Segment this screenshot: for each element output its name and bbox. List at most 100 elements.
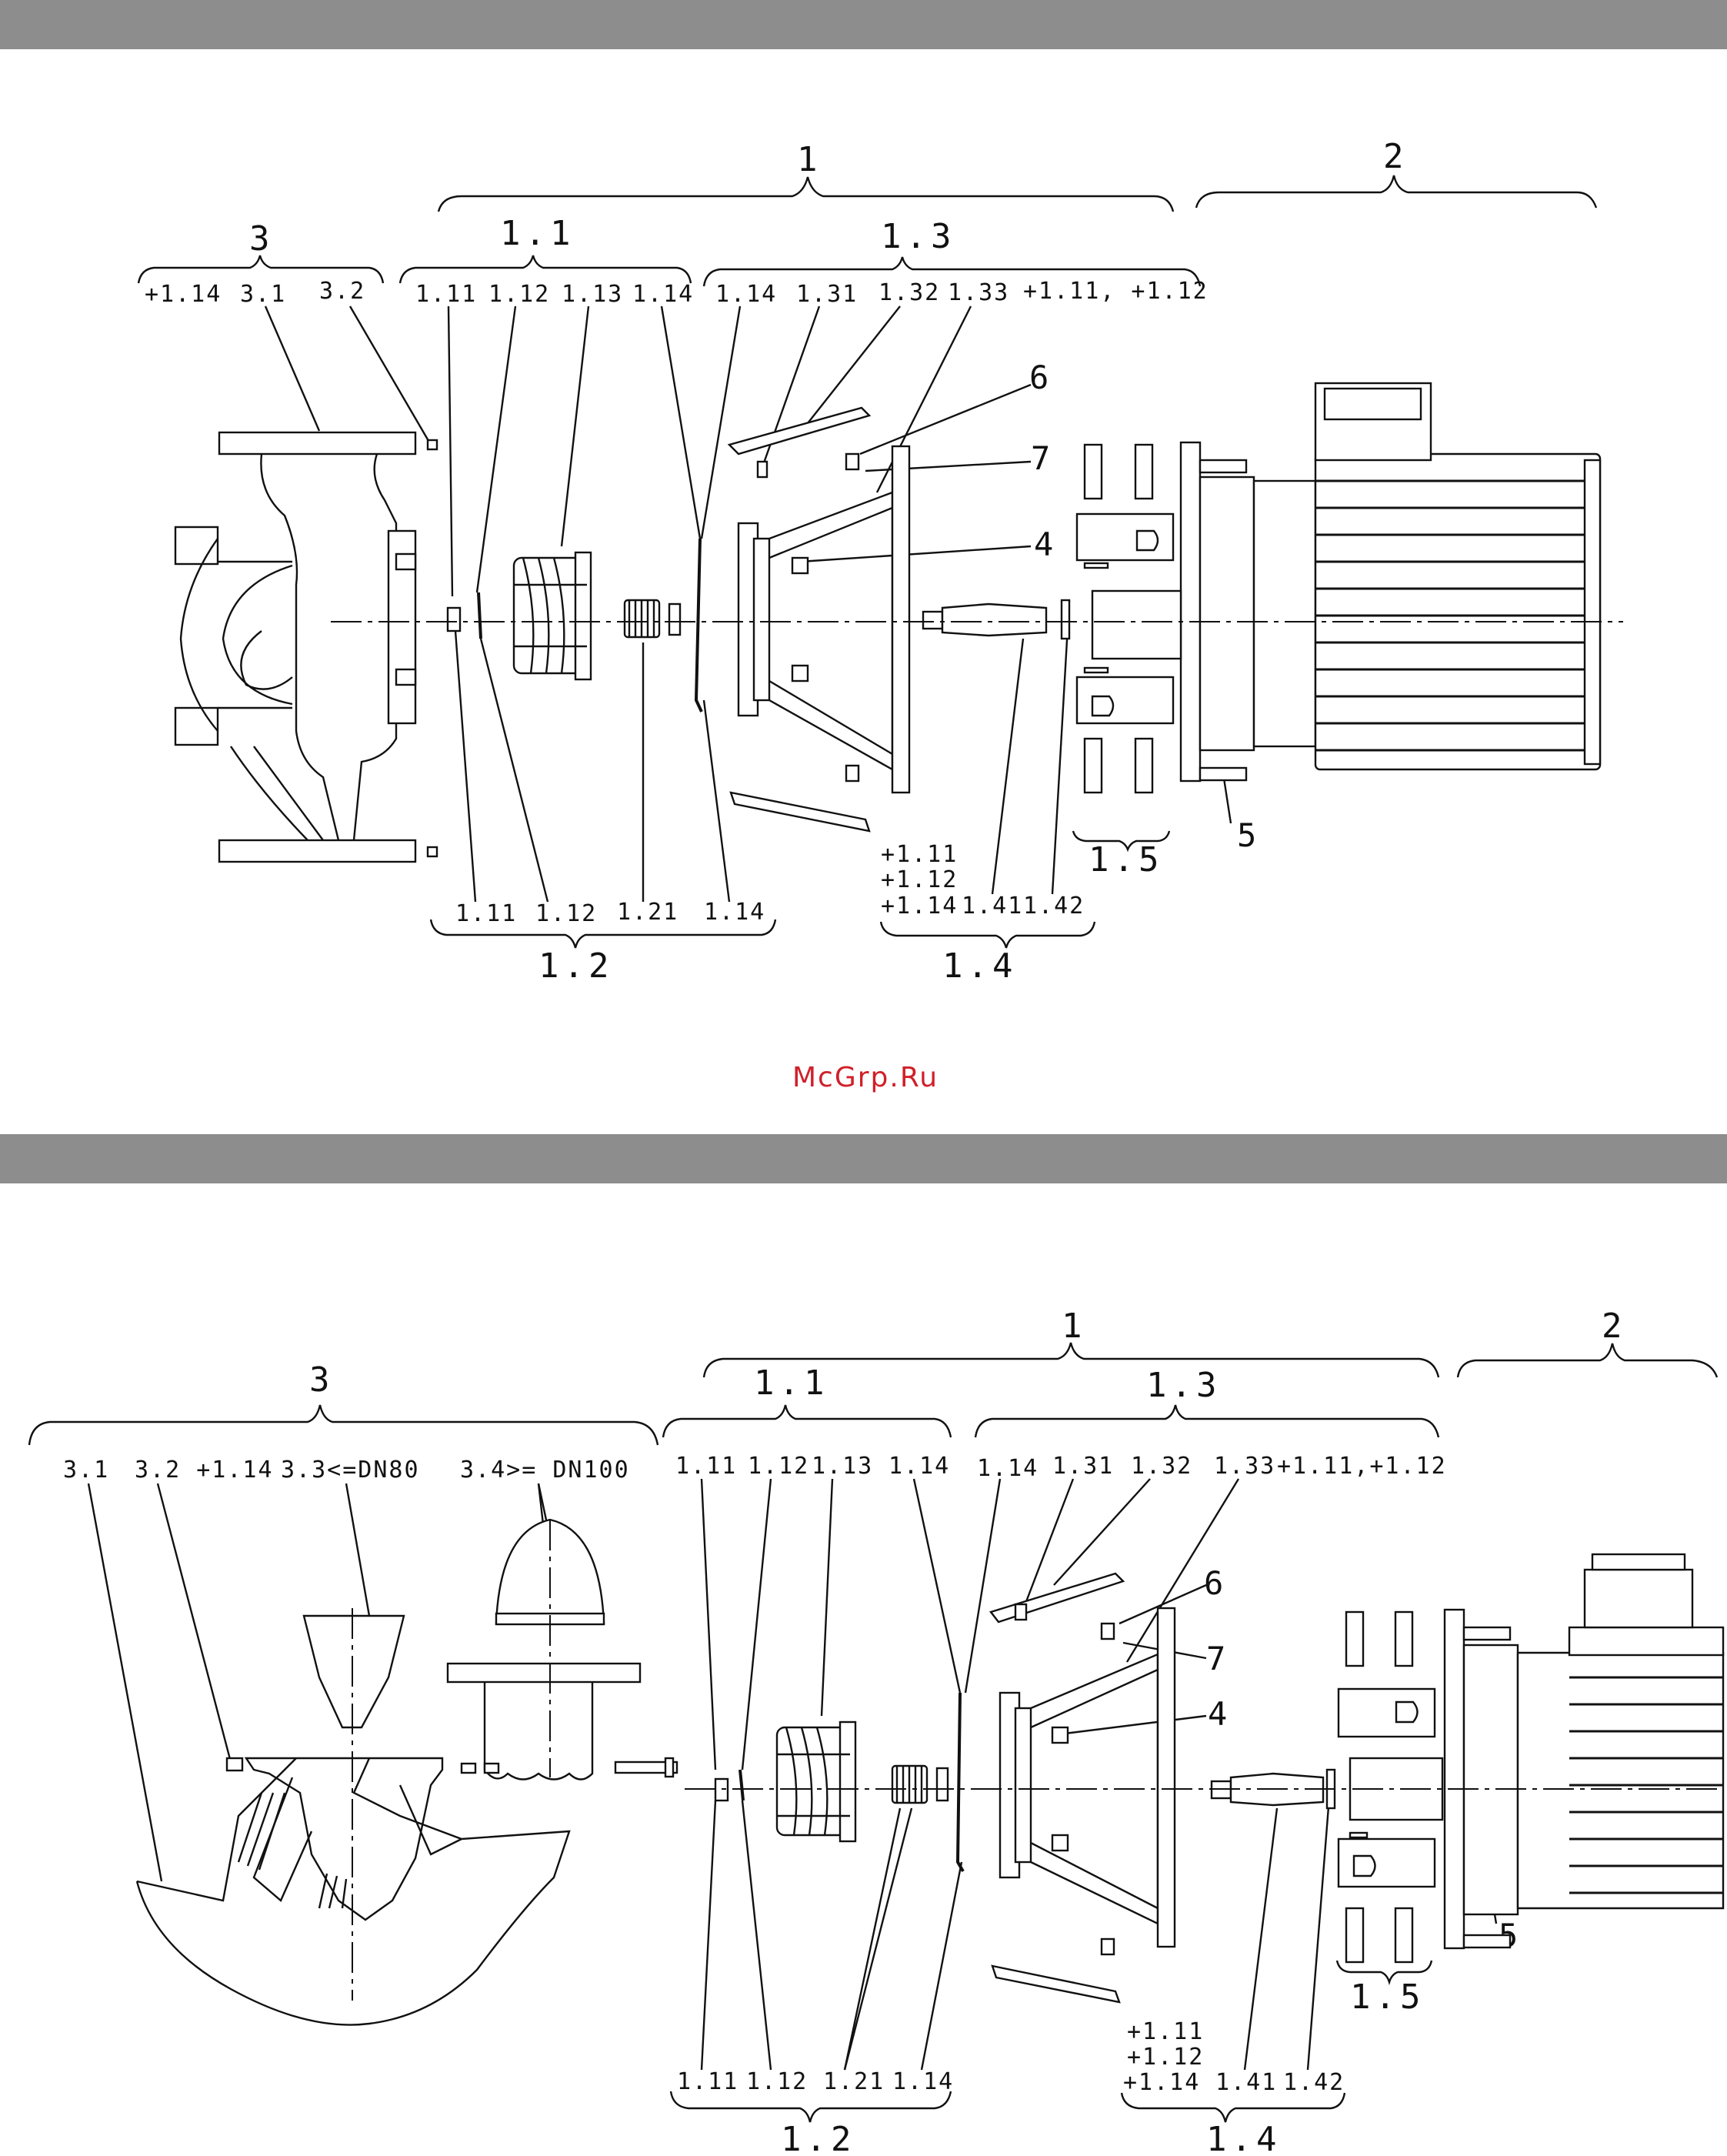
label-1-12-bottom: 1.12 — [535, 900, 597, 927]
header-band-middle — [0, 1134, 1727, 1183]
bracket-1-5-b — [1335, 1960, 1433, 1986]
label-1-13-b: 1.13 — [812, 1453, 873, 1480]
pump-casing-bottom — [135, 1518, 678, 2026]
bracket-3 — [137, 255, 385, 284]
group-1-1-label: 1.1 — [500, 214, 575, 253]
washer-1-12-bottom — [738, 1769, 745, 1801]
label-plus-1-14-b: +1.14 — [881, 893, 958, 919]
group-1-4-label-b: 1.4 — [1206, 2120, 1281, 2156]
bearing-bracket-top — [727, 406, 911, 833]
gasket-1-14-top — [694, 538, 703, 713]
label-1-32: 1.32 — [879, 279, 940, 306]
bracket-2-b — [1456, 1343, 1719, 1378]
label-3-2-plus-1-14-b: 3.2 +1.14 — [135, 1457, 274, 1484]
group-3-label: 3 — [249, 219, 275, 259]
label-1-31-b: 1.31 — [1052, 1453, 1114, 1480]
group-2-label-b: 2 — [1602, 1307, 1627, 1346]
watermark: McGrp.Ru — [792, 1062, 939, 1093]
mechanical-seal-bottom — [891, 1764, 949, 1804]
bearing-bracket-bottom — [989, 1572, 1176, 2004]
label-1-14: 1.14 — [632, 281, 694, 308]
bracket-3-b — [28, 1404, 659, 1446]
label-plus-1-14-b2: +1.14 — [1123, 2069, 1200, 2096]
adapter-bolts-top — [1075, 443, 1175, 794]
bracket-1-4 — [879, 921, 1096, 949]
label-1-12-b: 1.12 — [748, 1453, 809, 1480]
label-1-32-b: 1.32 — [1131, 1453, 1192, 1480]
group-1-5-label: 1.5 — [1089, 840, 1163, 879]
group-1-3-label: 1.3 — [881, 217, 955, 256]
label-1-42: 1.42 — [1023, 893, 1085, 919]
washer-1-12-top — [477, 592, 482, 639]
group-1-2-label: 1.2 — [538, 946, 613, 986]
group-1-label: 1 — [797, 140, 822, 179]
motor-top — [1091, 382, 1602, 783]
group-3-label-b: 3 — [309, 1360, 335, 1400]
adapter-bolts-bottom — [1337, 1610, 1436, 1964]
label-1-11-bottom: 1.11 — [455, 900, 517, 927]
bracket-1-3 — [702, 256, 1202, 287]
callout-7-b: 7 — [1206, 1640, 1225, 1677]
label-1-14-bottom: 1.14 — [704, 899, 765, 926]
label-1-12: 1.12 — [488, 281, 550, 308]
bracket-1-1 — [398, 255, 692, 284]
group-1-label-b: 1 — [1062, 1307, 1087, 1346]
callout-6: 6 — [1029, 359, 1049, 396]
diagram-top: 1 2 3 1.1 1.3 1.2 1.4 1.5 +1.14 3.1 3.2 … — [137, 137, 1623, 986]
bracket-1-2-b — [669, 2091, 952, 2123]
motor-cooling-fins-top — [1315, 479, 1585, 752]
label-1-14-bottom-b: 1.14 — [892, 2068, 954, 2095]
label-1-11: 1.11 — [415, 281, 477, 308]
bracket-1-4-b — [1120, 2092, 1346, 2123]
label-3-1-b: 3.1 — [63, 1457, 109, 1484]
bracket-1-3-b — [974, 1404, 1440, 1438]
group-1-5-label-b: 1.5 — [1350, 1977, 1425, 2017]
bracket-1-1-b — [662, 1404, 952, 1438]
label-1-13: 1.13 — [562, 281, 623, 308]
shaft-top — [922, 599, 1071, 640]
header-band-top — [0, 0, 1727, 49]
bracket-1-2 — [429, 919, 777, 949]
label-3-1: 3.1 — [240, 281, 286, 308]
group-1-3-label-b: 1.3 — [1146, 1366, 1221, 1405]
label-3-2: 3.2 — [319, 278, 365, 305]
gasket-1-14-bottom — [955, 1692, 965, 1873]
mechanical-seal-top — [623, 599, 682, 639]
label-plus-1-12-b: +1.12 — [1127, 2044, 1204, 2071]
label-1-14b-b: 1.14 — [977, 1455, 1039, 1482]
callout-4-b: 4 — [1208, 1695, 1227, 1733]
label-1-14b: 1.14 — [715, 281, 777, 308]
label-1-21-b: 1.21 — [823, 2068, 885, 2095]
bracket-1 — [437, 176, 1175, 212]
label-1-33: 1.33 — [948, 279, 1009, 306]
motor-cooling-fins-bottom — [1569, 1676, 1723, 1894]
label-1-33-b: 1.33 — [1214, 1453, 1275, 1480]
label-3-3-b: 3.3<=DN80 — [281, 1457, 420, 1484]
label-plus-1-11: +1.11 — [881, 841, 958, 868]
label-1-11-bottom-b: 1.11 — [677, 2068, 738, 2095]
label-plus-1-14: +1.14 — [145, 281, 222, 308]
group-1-4-label: 1.4 — [942, 946, 1017, 986]
bracket-1-b — [702, 1342, 1440, 1378]
callout-6-b: 6 — [1204, 1564, 1223, 1602]
label-1-11-b: 1.11 — [675, 1453, 737, 1480]
nut-1-11-top — [446, 606, 462, 632]
label-1-12-bottom-b: 1.12 — [746, 2068, 808, 2095]
group-2-label: 2 — [1383, 137, 1409, 176]
callout-7: 7 — [1031, 439, 1050, 477]
group-1-1-label-b: 1.1 — [754, 1363, 828, 1403]
label-1-31: 1.31 — [796, 281, 858, 308]
label-1-41-b: 1.41 — [1215, 2069, 1277, 2096]
label-3-4-b: 3.4>= DN100 — [460, 1457, 630, 1484]
label-plus-1-12: +1.12 — [881, 866, 958, 893]
bracket-2 — [1195, 175, 1598, 209]
pump-casing-top — [174, 431, 438, 863]
impeller-bottom — [775, 1720, 857, 1843]
label-1-42-b: 1.42 — [1283, 2069, 1345, 2096]
label-1-41: 1.41 — [962, 893, 1023, 919]
callout-5: 5 — [1237, 816, 1256, 854]
bracket-1-5 — [1072, 830, 1171, 853]
impeller-top — [512, 551, 592, 681]
label-1-21: 1.21 — [617, 899, 678, 926]
